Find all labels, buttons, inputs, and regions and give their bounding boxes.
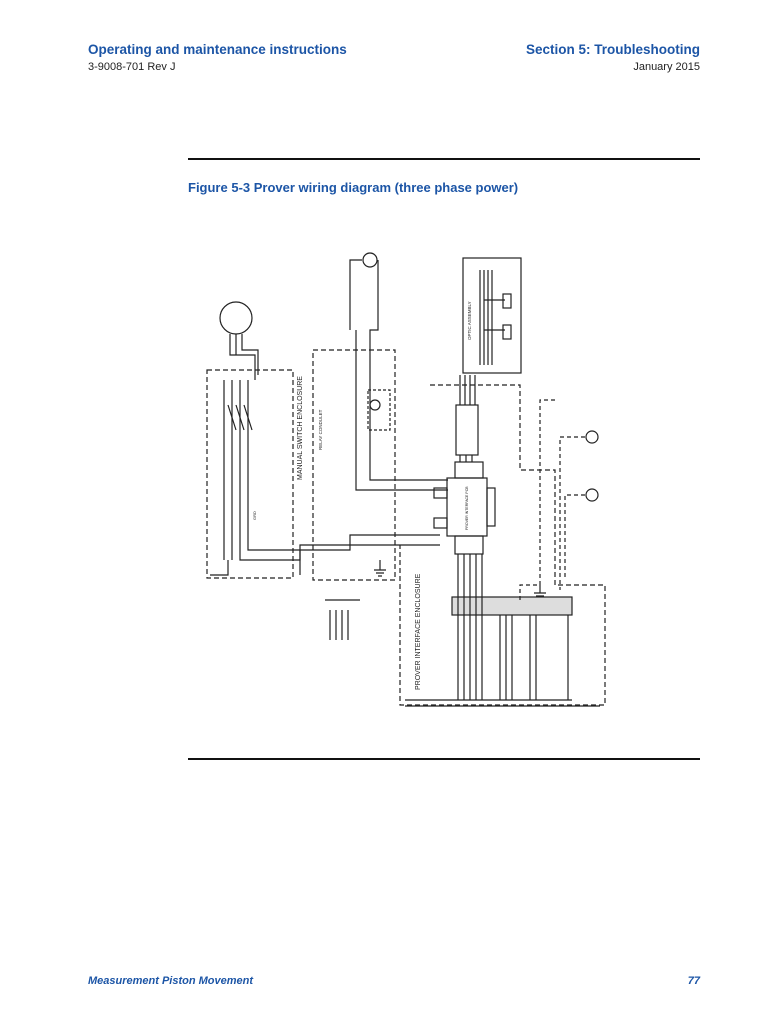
footer-title: Measurement Piston Movement: [88, 975, 254, 987]
manual-switch-enclosure: [206, 369, 294, 579]
label-grd: GRD: [252, 511, 257, 520]
document-date: January 2015: [633, 61, 700, 73]
relay-condulet: [312, 349, 396, 581]
document-number: 3-9008-701 Rev J: [88, 61, 176, 73]
top-rule: [188, 158, 700, 160]
page-number: 77: [687, 975, 700, 987]
label-prover-interface: PROVER INTERFACE ENCLOSURE: [415, 573, 422, 690]
motor-icon: [219, 301, 253, 335]
optic-assembly-box: [462, 257, 522, 374]
prover-interface-enclosure: [399, 384, 606, 706]
bottom-rule: [188, 758, 700, 760]
label-optic-assembly: OPTIC ASSEMBLY: [467, 301, 472, 340]
document-title: Operating and maintenance instructions: [88, 42, 347, 57]
label-manual-switch: MANUAL SWITCH ENCLOSURE: [297, 376, 304, 480]
label-relay-condulet: RELAY CONDULET: [318, 409, 323, 450]
figure-caption: Figure 5-3 Prover wiring diagram (three …: [188, 180, 519, 195]
wiring-diagram: MANUAL SWITCH ENCLOSURE PROVER INTERFACE…: [206, 252, 606, 707]
solenoid-icon: [362, 252, 378, 268]
section-title: Section 5: Troubleshooting: [525, 42, 700, 57]
label-pcb: PROVER INTERFACE PCB: [465, 486, 469, 530]
